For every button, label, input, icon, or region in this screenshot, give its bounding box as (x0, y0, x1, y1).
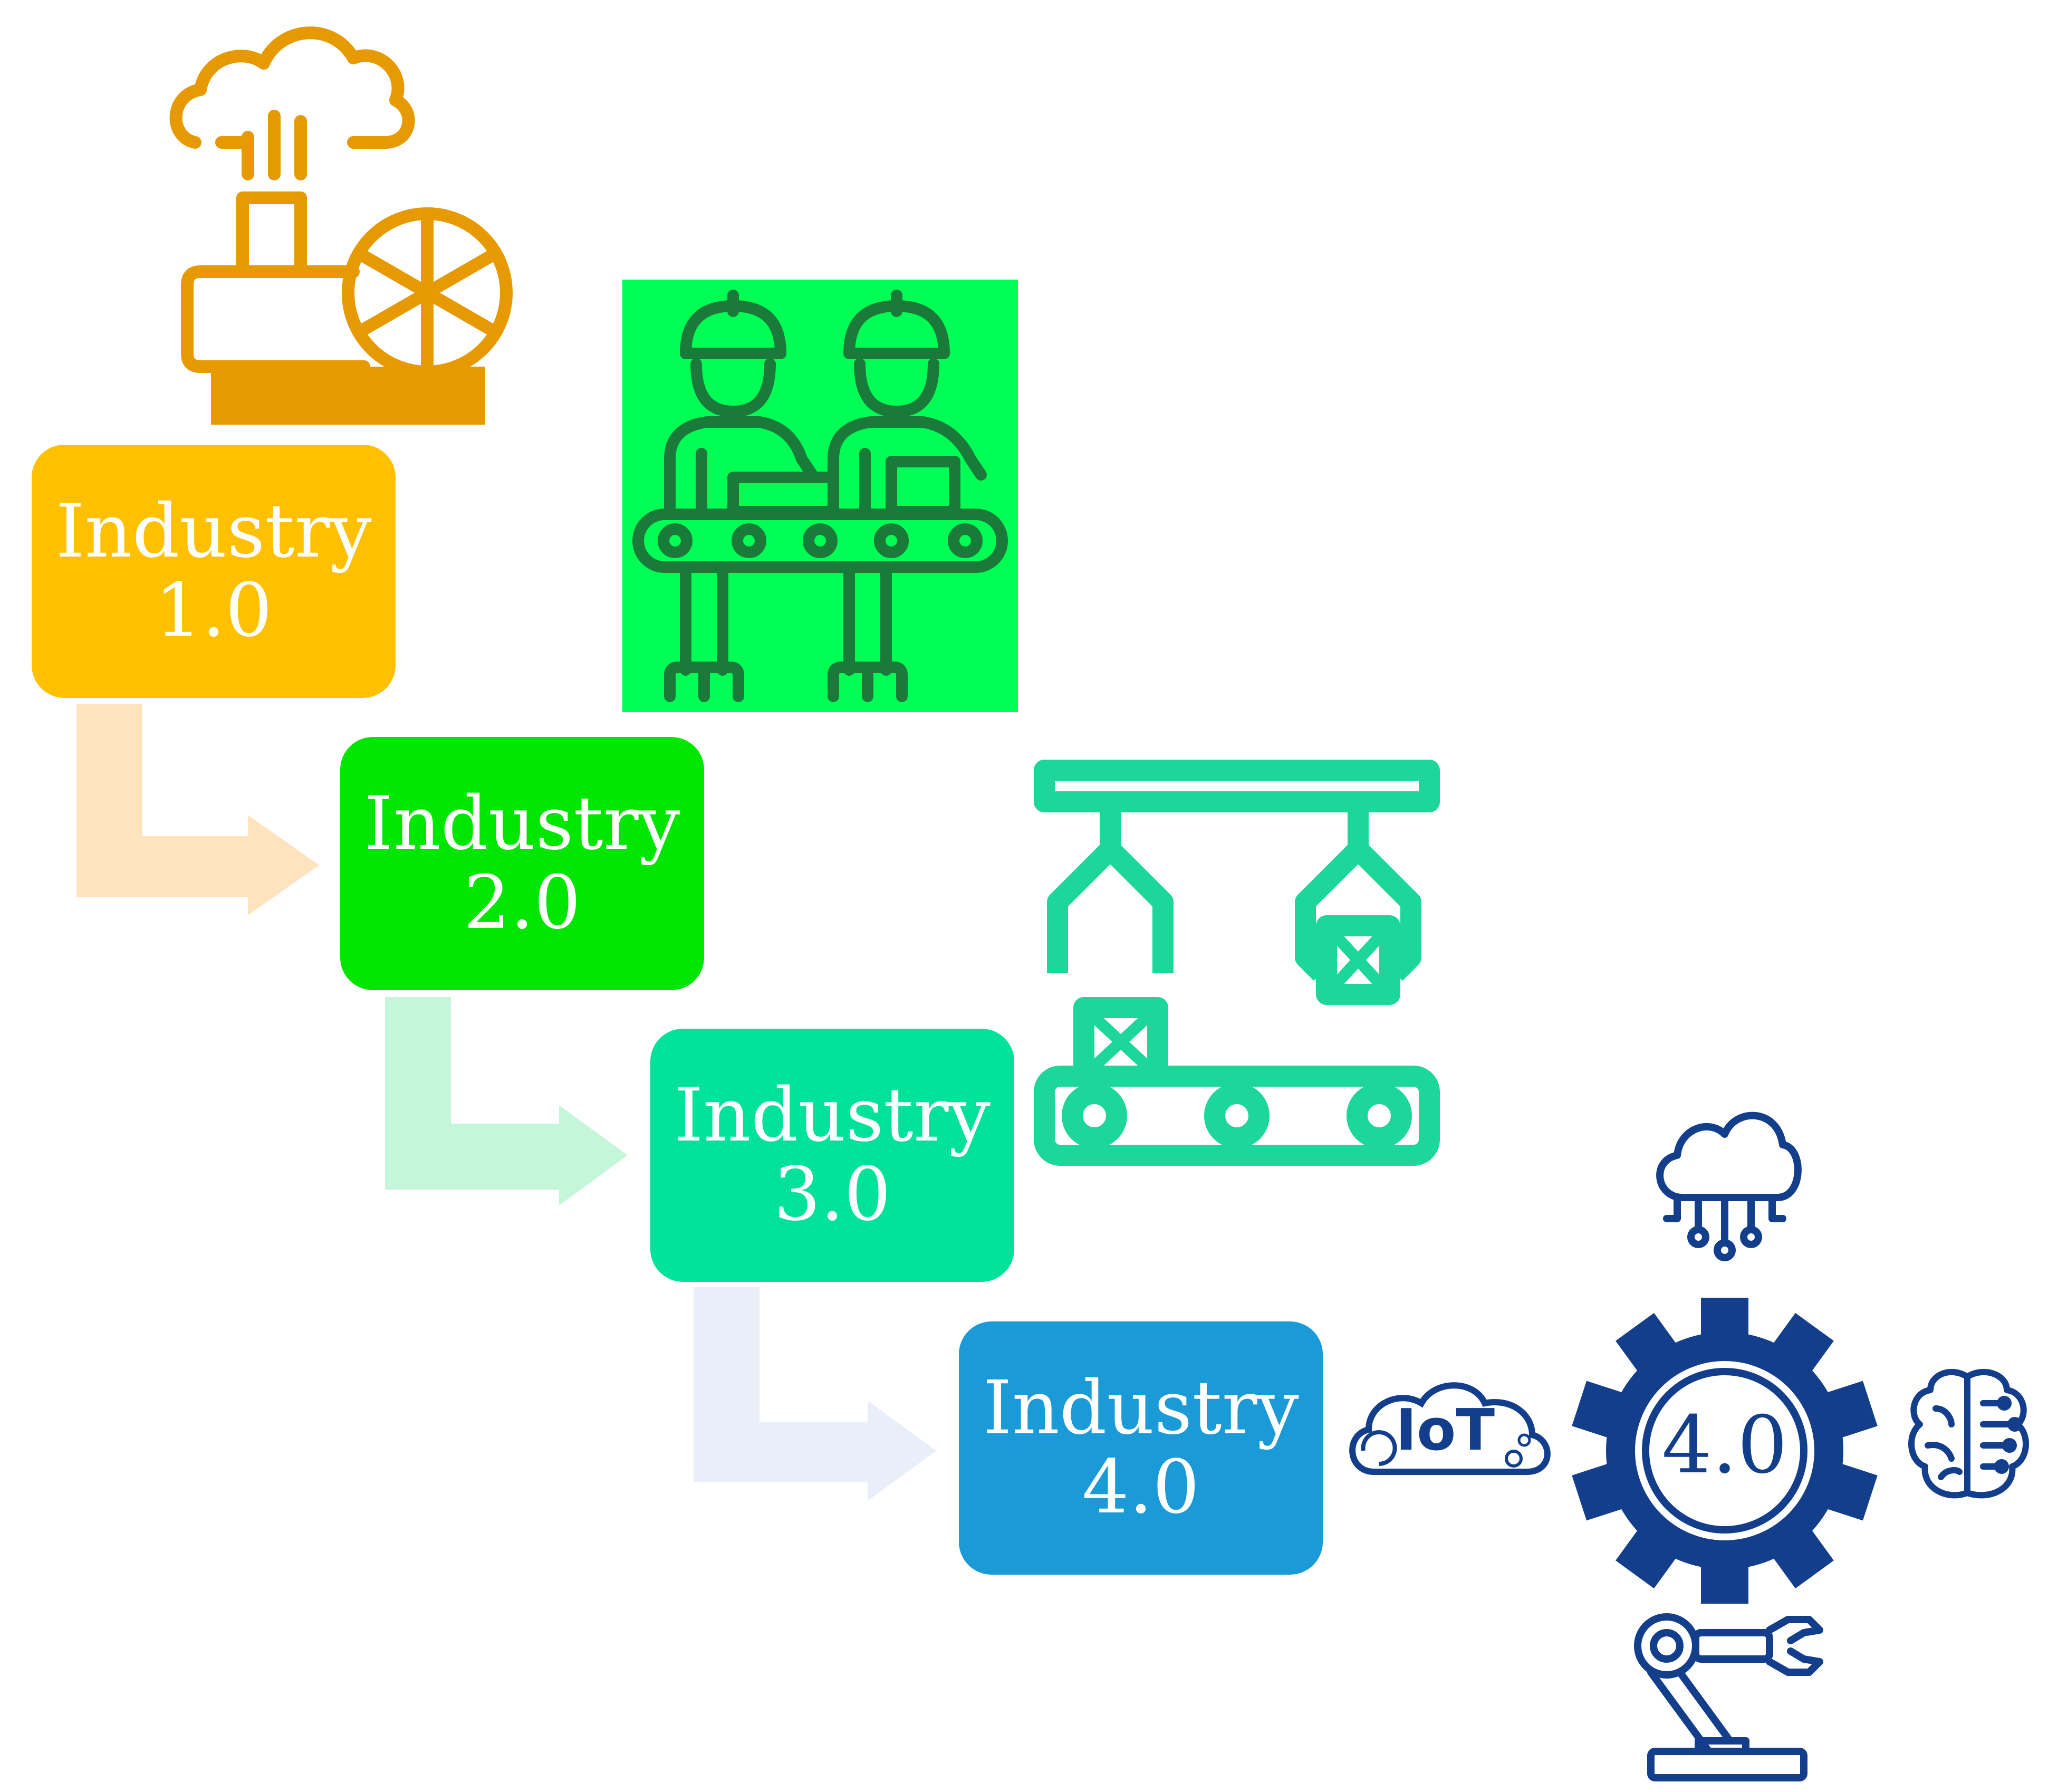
arrow-2-to-3 (385, 997, 628, 1205)
stage-box-industry-3: Industry 3.0 (650, 1029, 1014, 1282)
stage-box-industry-4: Industry 4.0 (959, 1321, 1323, 1575)
ai-brain-icon (1908, 1369, 2029, 1499)
assembly-line-workers-icon (622, 280, 1018, 712)
arrow-3-to-4 (694, 1287, 936, 1501)
iot-label: IoT (1395, 1397, 1495, 1463)
gear-icon (1572, 1298, 1878, 1604)
stage-label: Industry (983, 1365, 1299, 1451)
gear-label: 4.0 (1661, 1400, 1788, 1491)
stage-label: Industry (55, 488, 372, 574)
steam-engine-icon (169, 26, 513, 425)
automated-robotic-arms-icon (1034, 760, 1440, 1166)
stage-label: Industry (674, 1072, 991, 1158)
stage-box-industry-2: Industry 2.0 (340, 737, 704, 990)
stage-version: 1.0 (155, 568, 273, 654)
stage-version: 2.0 (463, 860, 581, 946)
robot-arm-icon (1634, 1613, 1823, 1781)
stage-version: 3.0 (773, 1152, 891, 1238)
stage-box-industry-1: Industry 1.0 (32, 445, 396, 698)
stage-label: Industry (364, 781, 680, 867)
iot-cloud-icon: IoT (1342, 1372, 1553, 1488)
cloud-computing-icon (1656, 1111, 1802, 1261)
stage-version: 4.0 (1082, 1444, 1200, 1530)
arrow-1-to-2 (76, 704, 319, 915)
